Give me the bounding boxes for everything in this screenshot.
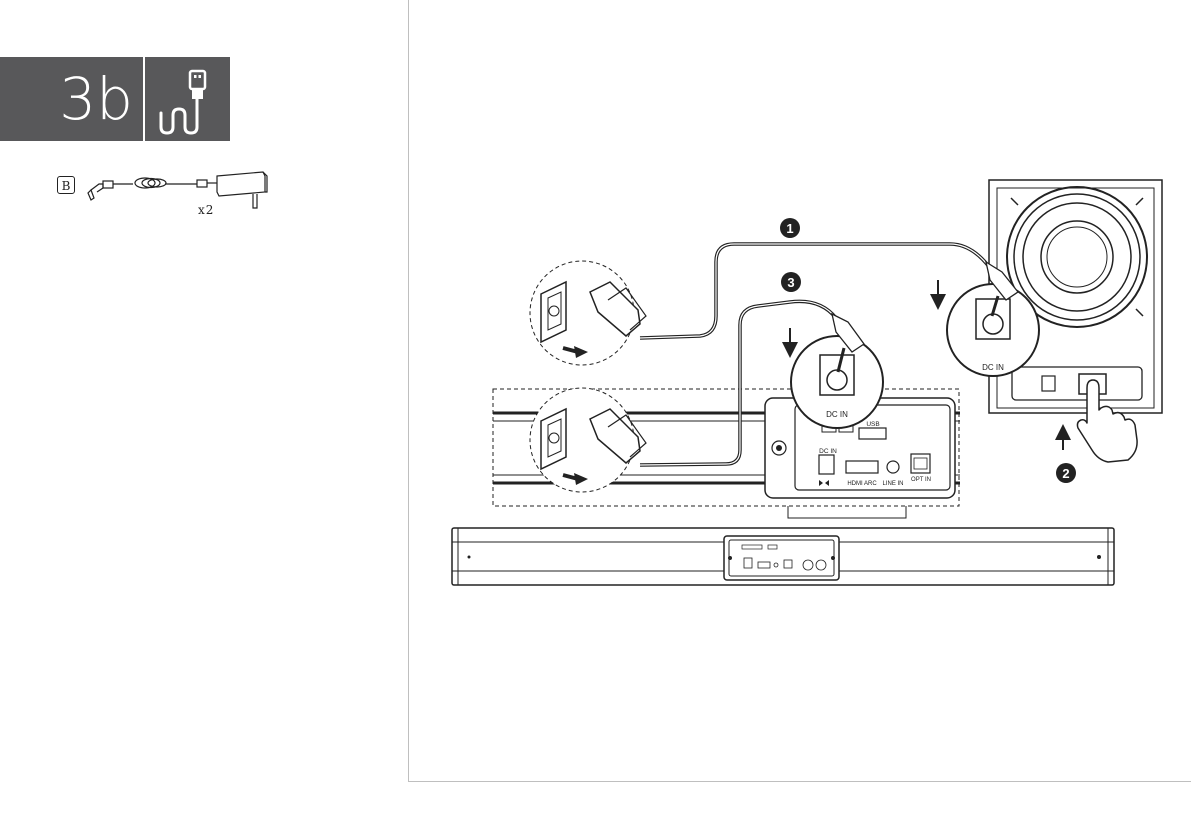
page-divider-horizontal: [408, 781, 1191, 782]
accessory-quantity: x2: [198, 203, 214, 217]
soundbar-unit: [452, 528, 1114, 585]
subwoofer-port-label: DC IN: [982, 363, 1004, 372]
panel-dc-in-label: DC IN: [819, 448, 837, 455]
wall-outlet-1: [530, 261, 646, 365]
panel-usb-label: USB: [866, 421, 879, 428]
closeup-leader-line: [788, 506, 906, 518]
panel-line-in-label: LINE IN: [882, 481, 903, 487]
step-banner: 3b: [0, 57, 230, 141]
wall-outlet-2: [530, 388, 646, 492]
soundbar-port-label: DC IN: [826, 410, 848, 419]
power-adapter-icon: [85, 168, 275, 214]
panel-opt-in-label: OPT IN: [911, 477, 931, 483]
callout-3-number: 3: [787, 275, 794, 290]
connection-diagram: DC IN USB DC IN HDMI ARC LINE IN OPT IN: [409, 0, 1191, 781]
panel-hdmi-arc-label: HDMI ARC: [847, 481, 877, 487]
power-cable-icon: [145, 57, 230, 141]
step-number: 3b: [0, 57, 143, 141]
callout-1-number: 1: [786, 221, 793, 236]
instruction-sidebar: 3b B: [0, 0, 408, 839]
callout-2-number: 2: [1062, 466, 1069, 481]
accessory-label: B: [57, 176, 75, 194]
